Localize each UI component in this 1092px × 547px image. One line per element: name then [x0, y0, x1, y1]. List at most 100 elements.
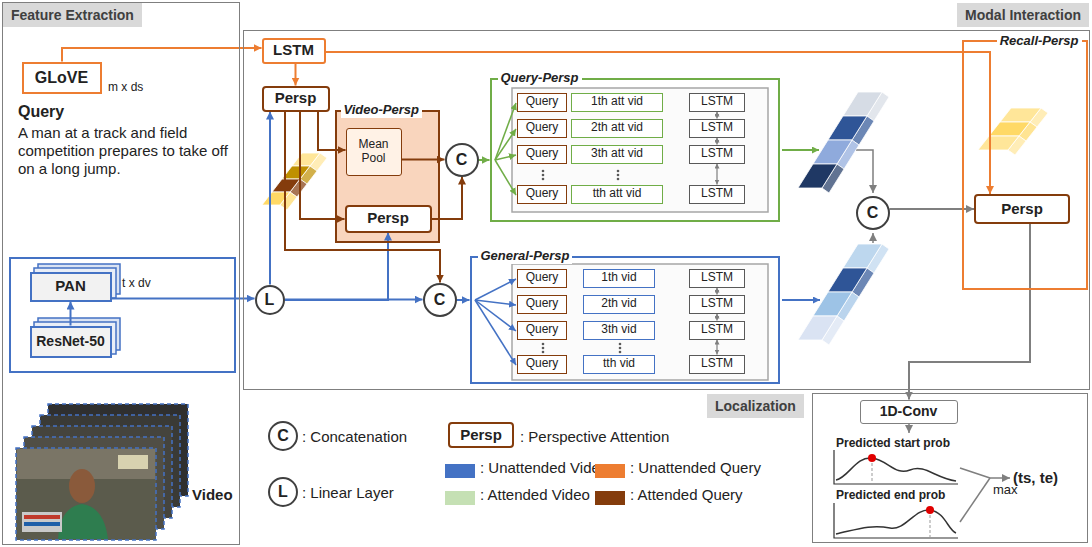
lstm-box: LSTM — [689, 321, 745, 340]
flow-arrow — [782, 149, 819, 151]
feature-cell — [989, 122, 1030, 136]
section-heading: General-Persp — [478, 248, 573, 264]
connector — [269, 112, 271, 285]
flow-arrow — [960, 468, 990, 478]
legend-swatch — [595, 464, 625, 478]
node-label: LSTM — [701, 147, 733, 160]
flow-arrow — [495, 155, 516, 160]
token-box: 1th vid — [583, 269, 655, 288]
video-feature — [798, 244, 889, 345]
connector — [285, 299, 423, 301]
connector — [716, 288, 717, 295]
node-label: PAN — [55, 278, 86, 295]
probability-chart — [834, 503, 958, 538]
attended-feature — [798, 92, 889, 193]
connector — [112, 298, 255, 300]
connector — [457, 299, 470, 301]
token-box: 3th vid — [583, 321, 655, 340]
probability-chart — [836, 510, 956, 534]
ellipsis-dots — [617, 174, 620, 177]
legend-text: : Unattended Query — [630, 459, 761, 477]
token-box: Query — [517, 355, 567, 374]
node-label: LSTM — [273, 42, 314, 59]
node-label: LSTM — [701, 323, 733, 336]
feature-cell — [813, 292, 852, 316]
node-label: LSTM — [701, 297, 733, 310]
ellipsis-dots — [542, 351, 545, 354]
node-label: LSTM — [701, 95, 733, 108]
node-label: LSTM — [701, 357, 733, 370]
flow-arrow — [990, 477, 1010, 479]
feature-cell — [813, 140, 852, 164]
network-box: PAN — [30, 272, 112, 302]
section-heading: Query-Persp — [498, 70, 582, 86]
node-label: Query — [526, 147, 559, 160]
node-label: Query — [526, 357, 559, 370]
ellipsis-dots — [619, 343, 622, 346]
node-label: Persp — [275, 90, 317, 107]
dimension-label: t x dv — [122, 276, 151, 290]
probability-chart — [834, 450, 958, 538]
operator-circle: L — [255, 285, 285, 315]
token-box: Query — [517, 185, 567, 204]
ellipsis-dots — [542, 174, 545, 177]
legend-swatch — [445, 464, 475, 478]
ellipsis-dots — [619, 347, 622, 350]
connector — [300, 112, 345, 220]
lstm-box: LSTM — [689, 119, 745, 138]
connector — [295, 64, 297, 86]
legend-text: : Unattended Video — [480, 459, 608, 477]
flow-arrow — [872, 233, 874, 243]
flow-arrow — [908, 424, 910, 433]
operator-circle: C — [445, 143, 479, 177]
operator-circle: C — [423, 283, 457, 317]
lstm-box: LSTM — [689, 269, 745, 288]
lstm-box: LSTM — [689, 355, 745, 374]
query-sentence: A man at a track and field competition p… — [18, 124, 233, 178]
node-label: 2th vid — [601, 297, 636, 310]
node-label: Query — [526, 297, 559, 310]
ellipsis-dots — [542, 178, 545, 181]
video-frames — [22, 512, 62, 532]
attention-box: Persp — [262, 86, 330, 112]
operator-circle: C — [856, 196, 890, 230]
node-label: LSTM — [701, 121, 733, 134]
feature-cell — [843, 92, 882, 116]
node-label: Query — [526, 323, 559, 336]
feature-cell — [828, 268, 867, 292]
probability-chart — [868, 454, 876, 462]
section-heading: Video-Persp — [341, 102, 422, 118]
connector — [716, 314, 717, 321]
network-box: ResNet-50 — [30, 326, 112, 358]
connector — [62, 48, 262, 62]
token-box: Query — [517, 269, 567, 288]
region-fill — [512, 264, 768, 380]
flow-arrow — [475, 279, 516, 300]
flow-arrow — [475, 300, 516, 331]
legend-swatch — [595, 491, 625, 505]
token-box: Query — [517, 119, 567, 138]
feature-cell — [292, 153, 320, 166]
ellipsis-dots — [617, 178, 620, 181]
section-heading: Modal Interaction — [957, 3, 1089, 27]
flow-arrow — [495, 103, 516, 160]
node-label: 1D-Conv — [880, 404, 938, 419]
node-label: C — [456, 151, 468, 169]
connector — [716, 164, 717, 185]
node-label: C — [867, 204, 879, 222]
pooling-box: Mean Pool — [346, 128, 402, 176]
node-label: C — [434, 291, 446, 309]
video-frames — [24, 522, 60, 526]
video-frames — [16, 448, 156, 540]
module-region: Video-PerspMean PoolPersp — [335, 110, 440, 243]
query-feature — [262, 153, 327, 210]
legend-text: : Perspective Attention — [520, 428, 669, 446]
token-box: 2th att vid — [571, 119, 663, 138]
node-label: 3th vid — [601, 323, 636, 336]
flow-arrow — [960, 478, 990, 522]
ellipsis-dots — [542, 343, 545, 346]
legend-symbol: L — [268, 477, 298, 507]
lstm-box: LSTM — [689, 93, 745, 112]
connector — [716, 112, 717, 119]
lstm-box: LSTM — [262, 38, 326, 64]
